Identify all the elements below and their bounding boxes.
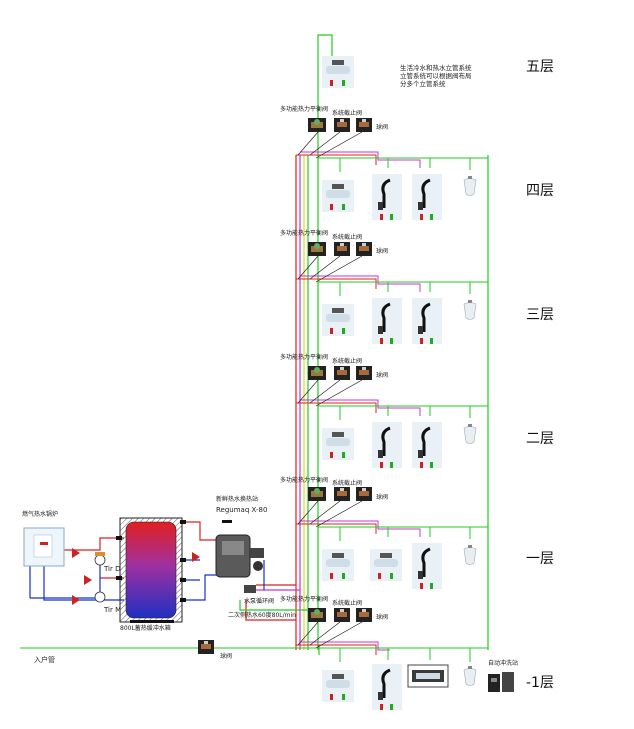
balance-valve-label: 多功能热力平衡阀 <box>280 106 329 113</box>
buffer-tank <box>116 517 186 623</box>
shower-icon <box>370 420 404 470</box>
fixtures-basement <box>322 662 514 712</box>
shower-icon <box>370 172 404 222</box>
ball-valve-label-low: 球阀 <box>220 653 233 660</box>
ball-valve-icon <box>356 242 372 256</box>
toilet-icon <box>461 175 479 201</box>
stop-valve-label: 系统截止阀 <box>332 110 363 117</box>
fixtures-1f <box>322 541 479 591</box>
flush-station-icon <box>488 672 514 692</box>
shower-icon <box>410 172 444 222</box>
station-model: Regumaq X-80 <box>216 506 268 514</box>
ball-valve-label: 球阀 <box>376 494 389 501</box>
ball-valve-icon <box>356 487 372 501</box>
toilet-icon <box>461 544 479 570</box>
balance-valve-label: 多功能热力平衡阀 <box>280 230 329 237</box>
floor-label-2: 二层 <box>526 431 554 447</box>
balance-valve-icon <box>308 242 326 256</box>
balance-valve-label: 多功能热力平衡阀 <box>280 354 329 361</box>
ball-valve-label: 球阀 <box>376 372 389 379</box>
shower-icon <box>370 296 404 346</box>
tir-d-label: Tir D <box>104 565 121 573</box>
floor-branches <box>20 151 488 662</box>
plant-valves <box>72 548 200 605</box>
fixtures-3f <box>322 296 479 346</box>
ball-valve-icon <box>356 366 372 380</box>
sink-icon <box>322 180 354 212</box>
stop-valve-icon <box>334 366 350 380</box>
balance-valve-label: 多功能热力平衡阀 <box>280 596 329 603</box>
balance-valve-icon <box>308 366 326 380</box>
ball-valve-label: 球阀 <box>376 248 389 255</box>
inlet-label: 入户管 <box>34 656 55 664</box>
secondary-label: 二次侧热水60度80L/min <box>228 612 296 619</box>
floor-label-4: 四层 <box>526 183 554 199</box>
stop-valve-label: 系统截止阀 <box>332 358 363 365</box>
floor-label-1: 一层 <box>526 551 554 567</box>
toilet-icon <box>461 423 479 449</box>
stop-valve-icon <box>334 487 350 501</box>
station-title: 新鲜热水换热站 <box>216 496 259 503</box>
ball-valve-label: 球阀 <box>376 124 389 131</box>
stop-valve-icon <box>334 118 350 132</box>
shower-icon <box>410 541 444 591</box>
riser-note: 生活冷水和热水立管系统 立管系统可以根据阀布局 分多个立管系统 <box>400 64 472 88</box>
sink-icon <box>322 304 354 336</box>
auto-flush-label: 自动冲洗站 <box>488 660 519 667</box>
ball-valve-label: 球阀 <box>376 614 389 621</box>
fixtures-2f <box>322 420 479 470</box>
fixtures-4f <box>322 172 479 222</box>
shower-icon <box>370 662 404 712</box>
toilet-icon <box>461 299 479 325</box>
sink-icon <box>322 56 354 88</box>
floor-label-3: 三层 <box>526 307 554 323</box>
sink-icon <box>322 549 354 581</box>
water-heater-icon <box>407 664 449 688</box>
tir-m-label: Tir M <box>104 606 122 614</box>
shower-icon <box>410 296 444 346</box>
balance-valve-icon <box>308 118 326 132</box>
sink-icon <box>370 549 402 581</box>
balance-valve-label: 多功能热力平衡阀 <box>280 477 329 484</box>
stop-valve-label: 系统截止阀 <box>332 480 363 487</box>
heat-exchanger-station <box>215 520 264 593</box>
gas-boiler <box>23 527 65 567</box>
balance-valve-icon <box>308 487 326 501</box>
stop-valve-label: 系统截止阀 <box>332 234 363 241</box>
stop-valve-icon <box>334 608 350 622</box>
floor-label-5: 五层 <box>526 59 554 75</box>
tank-label: 800L蓄热缓冲水箱 <box>120 625 171 632</box>
sink-icon <box>322 670 354 702</box>
balance-valve-icon <box>308 608 326 622</box>
ball-valve-icon <box>198 640 214 654</box>
sink-icon <box>322 428 354 460</box>
toilet-icon <box>461 665 479 691</box>
ball-valve-icon <box>356 118 372 132</box>
ball-valve-icon <box>356 608 372 622</box>
floor-label-basement: -1层 <box>526 675 554 691</box>
boiler-label: 燃气热水锅炉 <box>22 511 59 518</box>
stop-valve-icon <box>334 242 350 256</box>
shower-icon <box>410 420 444 470</box>
recirc-label: 水泵循环阀 <box>244 598 275 605</box>
leader-lines <box>297 131 363 649</box>
plant-piping <box>29 521 308 621</box>
stop-valve-label: 系统截止阀 <box>332 600 363 607</box>
